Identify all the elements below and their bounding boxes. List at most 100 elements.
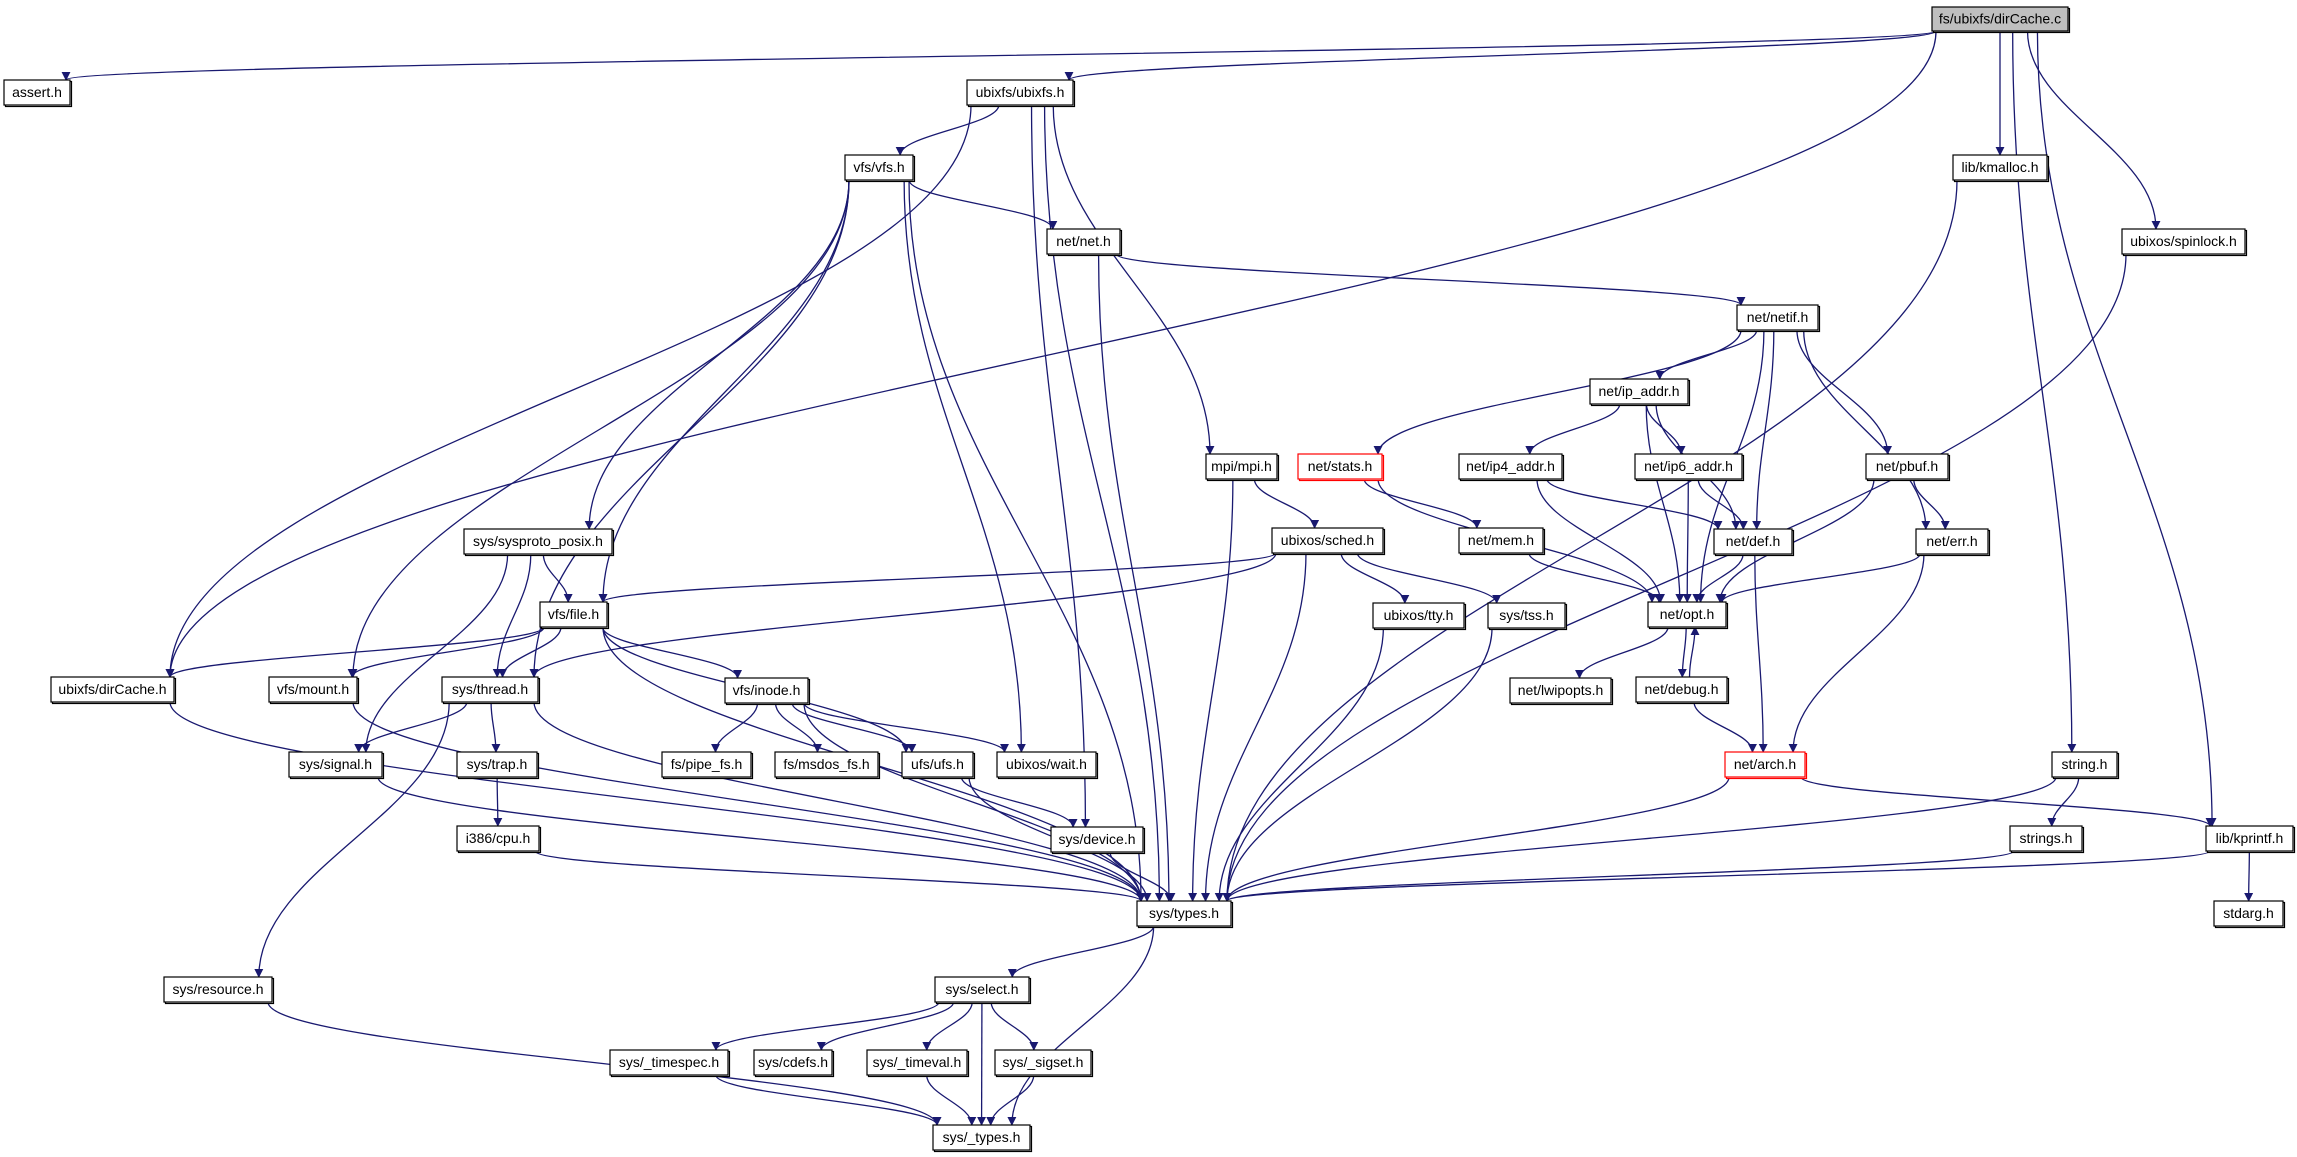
node-strings-h[interactable]: strings.h: [2009, 825, 2085, 854]
edge-dirCache_h-to-types_h: [169, 701, 1146, 902]
node-msdos-fs-h[interactable]: fs/msdos_fs.h: [774, 751, 881, 780]
node-ip4-addr-h[interactable]: net/ip4_addr.h: [1458, 453, 1565, 482]
edge-opt_h-to-lwipopts_h: [1575, 626, 1669, 679]
node-cpu-h[interactable]: i386/cpu.h: [456, 825, 542, 854]
edge-sched_h-to-thread_h: [529, 552, 1277, 678]
node-kmalloc-h[interactable]: lib/kmalloc.h: [1952, 154, 2050, 183]
edge-mem_h-to-opt_h: [1528, 552, 1664, 603]
node-label: net/opt.h: [1660, 606, 1715, 622]
node-stdarg-h[interactable]: stdarg.h: [2213, 900, 2286, 929]
node-box: [1046, 228, 1121, 255]
edge-tty_h-to-types_h: [1214, 627, 1384, 902]
node-device-h[interactable]: sys/device.h: [1050, 826, 1146, 855]
edge-resource_h-to-_types_h: [267, 1001, 942, 1126]
edge-ip4_addr_h-to-def_h: [1546, 478, 1723, 530]
node-types-h[interactable]: sys/types.h: [1136, 900, 1234, 929]
node-pipe-fs-h[interactable]: fs/pipe_fs.h: [661, 751, 754, 780]
node-box: [934, 976, 1030, 1003]
edge-sysproto_h-to-file_h: [542, 553, 573, 603]
node-spinlock-h[interactable]: ubixos/spinlock.h: [2121, 228, 2248, 257]
node-dirCache-h[interactable]: ubixfs/dirCache.h: [50, 676, 177, 705]
node-kprintf-h[interactable]: lib/kprintf.h: [2205, 825, 2296, 854]
node-pbuf-h[interactable]: net/pbuf.h: [1865, 453, 1951, 482]
node-err-h[interactable]: net/err.h: [1915, 528, 1991, 557]
edge-netif_h-to-err_h: [1803, 329, 1931, 530]
node-arch-h[interactable]: net/arch.h: [1724, 751, 1808, 780]
node-label: net/stats.h: [1308, 458, 1373, 474]
node-label: net/def.h: [1726, 533, 1781, 549]
node-label: sys/types.h: [1149, 905, 1219, 921]
node-stats-h[interactable]: net/stats.h: [1297, 453, 1385, 482]
node-netif-h[interactable]: net/netif.h: [1736, 304, 1821, 333]
node-vfs-h[interactable]: vfs/vfs.h: [844, 154, 916, 183]
node-ip6-addr-h[interactable]: net/ip6_addr.h: [1634, 453, 1745, 482]
edge-strings_h-to-types_h: [1222, 850, 2015, 902]
node-sched-h[interactable]: ubixos/sched.h: [1271, 527, 1386, 556]
node-select-h[interactable]: sys/select.h: [934, 976, 1032, 1005]
edge-sched_h-to-tss_h: [1356, 552, 1502, 604]
edge-def_h-to-arch_h: [1754, 553, 1768, 753]
node-label: ubixos/sched.h: [1281, 532, 1374, 548]
node-label: i386/cpu.h: [466, 830, 531, 846]
node-box: [866, 1049, 968, 1076]
node-mount-h[interactable]: vfs/mount.h: [268, 676, 360, 705]
node-debug-h[interactable]: net/debug.h: [1635, 676, 1730, 705]
node-dirCache-c[interactable]: fs/ubixfs/dirCache.c: [1931, 6, 2071, 34]
node-def-h[interactable]: net/def.h: [1713, 528, 1795, 557]
edge-dirCache_c-to-dirCache_h: [165, 30, 1937, 678]
edge-netif_h-to-ip_addr_h: [1655, 329, 1758, 380]
node-mem-h[interactable]: net/mem.h: [1458, 527, 1546, 556]
node-label: sys/signal.h: [299, 756, 372, 772]
edge-ip6_addr_h-to-opt_h: [1682, 478, 1692, 603]
node-box: [1509, 677, 1612, 704]
node-file-h[interactable]: vfs/file.h: [539, 601, 610, 630]
node-tss-h[interactable]: sys/tss.h: [1487, 602, 1568, 631]
node-ufs-h[interactable]: ufs/ufs.h: [901, 751, 976, 780]
node-lwipopts-h[interactable]: net/lwipopts.h: [1509, 677, 1614, 706]
node-label: ubixos/spinlock.h: [2130, 233, 2237, 249]
node-signal-h[interactable]: sys/signal.h: [288, 751, 385, 780]
node-label: sys/_sigset.h: [1003, 1054, 1084, 1070]
node-assert-h[interactable]: assert.h: [3, 79, 73, 108]
node-cdefs-h[interactable]: sys/cdefs.h: [753, 1049, 835, 1078]
node-net-h[interactable]: net/net.h: [1046, 228, 1123, 257]
node-label: strings.h: [2020, 830, 2073, 846]
node-sysproto-h[interactable]: sys/sysproto_posix.h: [463, 528, 615, 557]
node-mpi-h[interactable]: mpi/mpi.h: [1205, 453, 1280, 482]
edge-ip_addr_h-to-opt_h: [1645, 403, 1685, 603]
node-thread-h[interactable]: sys/thread.h: [441, 676, 541, 705]
node-box: [1724, 751, 1806, 778]
node-box: [268, 676, 358, 703]
node-wait-h[interactable]: ubixos/wait.h: [996, 751, 1099, 780]
edge-sched_h-to-file_h: [598, 552, 1277, 603]
node-ubixfs-h[interactable]: ubixfs/ubixfs.h: [966, 79, 1076, 108]
edge-inode_h-to-msdos_fs_h: [774, 702, 822, 753]
node-timeval-h[interactable]: sys/_timeval.h: [866, 1049, 970, 1078]
edge-err_h-to-opt_h: [1717, 553, 1921, 603]
edge-sched_h-to-types_h: [1201, 552, 1307, 902]
node-string-h[interactable]: string.h: [2051, 751, 2120, 780]
node--types-h[interactable]: sys/_types.h: [932, 1124, 1033, 1153]
node-box: [966, 79, 1074, 106]
node-box: [1458, 453, 1563, 480]
node-ip-addr-h[interactable]: net/ip_addr.h: [1589, 378, 1691, 407]
node-opt-h[interactable]: net/opt.h: [1647, 601, 1729, 630]
node-sigset-h[interactable]: sys/_sigset.h: [994, 1049, 1094, 1078]
node-box: [1713, 528, 1793, 555]
node-label: sys/trap.h: [467, 756, 528, 772]
node-timespec-h[interactable]: sys/_timespec.h: [609, 1049, 731, 1078]
node-resource-h[interactable]: sys/resource.h: [163, 976, 275, 1005]
node-label: net/ip4_addr.h: [1466, 458, 1555, 474]
node-label: net/arch.h: [1734, 756, 1796, 772]
node-box: [1458, 527, 1544, 554]
node-label: vfs/mount.h: [277, 681, 349, 697]
node-trap-h[interactable]: sys/trap.h: [456, 751, 540, 780]
edge-pbuf_h-to-opt_h: [1715, 478, 1875, 603]
node-label: vfs/inode.h: [733, 682, 801, 698]
node-tty-h[interactable]: ubixos/tty.h: [1372, 602, 1467, 631]
node-label: sys/select.h: [945, 981, 1018, 997]
node-inode-h[interactable]: vfs/inode.h: [724, 677, 811, 706]
edge-select_h-to-cdefs_h: [816, 1001, 955, 1051]
edge-thread_h-to-types_h: [533, 701, 1146, 902]
edge-err_h-to-arch_h: [1788, 553, 1925, 753]
